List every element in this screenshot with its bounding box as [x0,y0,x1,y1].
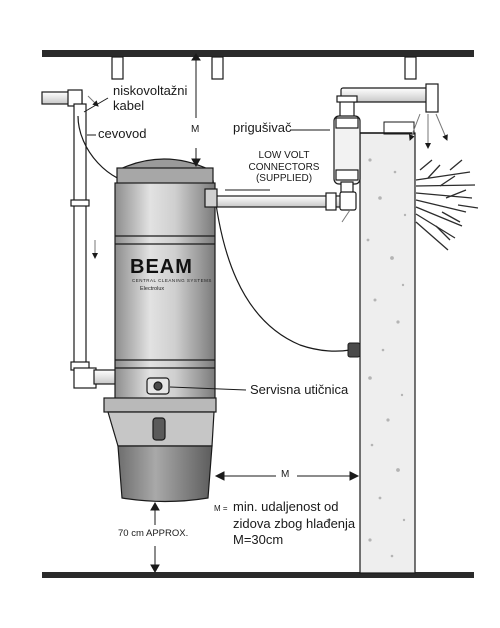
m-dimension-horizontal [214,471,360,481]
label-clearance-line2: zidova zbog hlađenja [233,516,356,531]
wall-section [359,121,416,574]
label-low-volt-connectors: LOW VOLT CONNECTORS (SUPPLIED) [239,150,329,185]
exhaust-pipe [208,83,439,211]
unit-brand-logo: BEAM [130,256,193,278]
vacuum-unit [103,158,218,503]
floor-gap-dimension [150,501,160,574]
leader-lines [83,97,330,391]
intake-pipe [41,89,119,389]
exhaust-airflow [408,113,448,149]
label-clearance-line3: M=30cm [233,532,284,547]
unit-maker: Electrolux [140,286,165,292]
ceiling-beam [42,50,474,57]
label-m-top: M [191,124,200,135]
label-m-horizontal: M [281,469,290,480]
label-low-voltage-cable-line1: niskovoltažni [113,83,188,98]
ceiling-joists [111,56,417,80]
label-low-volt-line3: (SUPPLIED) [255,173,313,184]
label-clearance: min. udaljenost od [233,499,339,515]
label-m-legend: M = [214,504,228,513]
label-silencer: prigušivač [233,120,292,135]
label-service-outlet: Servisna utičnica [250,382,349,397]
label-low-volt-line1: LOW VOLT [258,150,310,161]
wall-outlet [347,342,361,358]
floor-line [42,572,474,578]
label-clearance-line1: min. udaljenost od [233,499,339,514]
label-clearance-2: zidova zbog hlađenja [233,516,356,532]
unit-tagline: CENTRAL CLEANING SYSTEMS [132,278,212,283]
m-dimension-vertical [191,53,201,168]
outdoor-shrub [415,159,479,251]
label-pipe: cevovod [98,126,147,141]
label-clearance-3: M=30cm [233,532,284,548]
label-floor-gap: 70 cm APPROX. [118,528,189,539]
label-low-voltage-cable: niskovoltažni kabel [113,83,188,114]
label-low-volt-line2: CONNECTORS [248,161,320,173]
label-low-voltage-cable-line2: kabel [113,97,145,113]
